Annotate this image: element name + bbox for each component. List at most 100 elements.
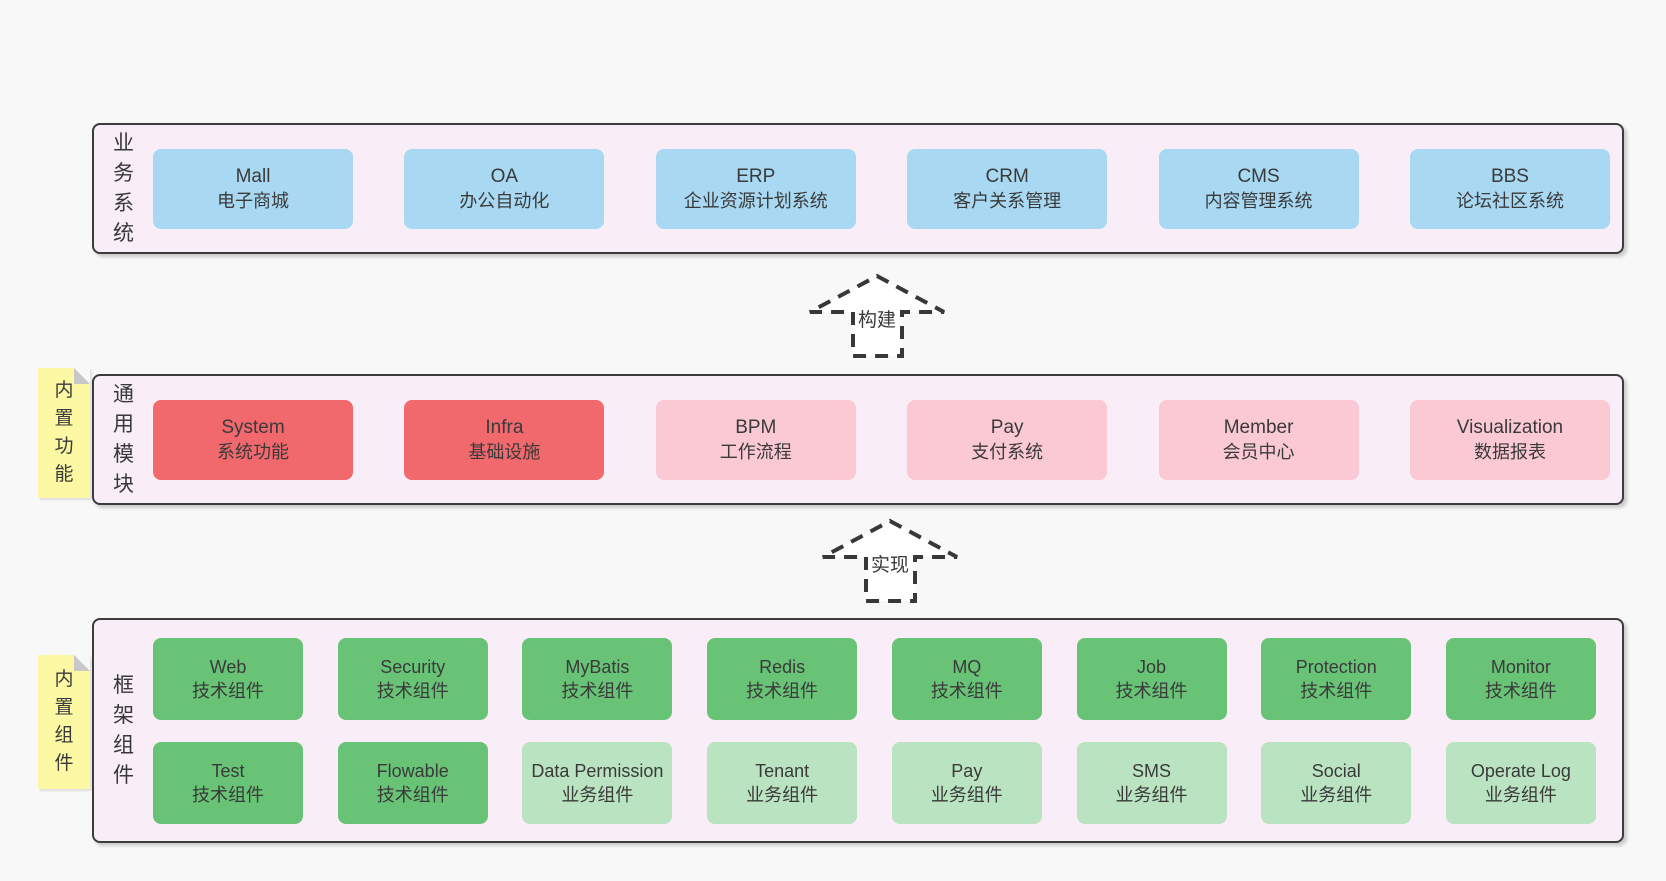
- business-boxes-row: Mall 电子商城 OA 办公自动化 ERP 企业资源计划系统 CRM 客户关系…: [153, 125, 1622, 252]
- panel-business-systems: 业务系统 Mall 电子商城 OA 办公自动化 ERP 企业资源计划系统 CRM…: [92, 123, 1624, 254]
- implement-arrow: 实现: [819, 517, 961, 607]
- box-crm-desc: 客户关系管理: [953, 190, 1062, 211]
- build-arrow: 构建: [806, 272, 948, 362]
- panel-business-label-text: 业务系统: [113, 131, 134, 245]
- box-oa: OA 办公自动化: [404, 148, 605, 229]
- box-sms: SMS 业务组件: [1076, 741, 1227, 824]
- box-security-name: Security: [380, 656, 446, 677]
- box-web: Web 技术组件: [153, 637, 303, 720]
- box-oa-name: OA: [490, 165, 519, 187]
- box-social-desc: 业务组件: [1300, 784, 1373, 805]
- box-redis-name: Redis: [759, 656, 806, 677]
- box-bbs-desc: 论坛社区系统: [1455, 190, 1564, 211]
- box-cms-desc: 内容管理系统: [1204, 190, 1313, 211]
- framework-row-1: Web 技术组件 Security 技术组件 MyBatis 技术组件 Redi…: [153, 637, 1596, 720]
- box-mq: MQ 技术组件: [891, 637, 1042, 720]
- box-mybatis-desc: 技术组件: [561, 680, 634, 701]
- box-social: Social 业务组件: [1261, 741, 1412, 824]
- box-crm-name: CRM: [985, 165, 1029, 187]
- box-cms: CMS 内容管理系统: [1158, 148, 1359, 229]
- panel-business-label: 业务系统: [94, 125, 153, 252]
- box-test: Test 技术组件: [153, 741, 303, 824]
- panel-framework-label: 框架组件: [94, 620, 153, 841]
- box-member-name: Member: [1223, 416, 1294, 438]
- box-oa-desc: 办公自动化: [459, 190, 550, 211]
- box-flowable-desc: 技术组件: [376, 784, 449, 805]
- box-security-desc: 技术组件: [376, 680, 449, 701]
- box-mq-name: MQ: [952, 656, 982, 677]
- note-built-in-features-text: 内置功能: [54, 380, 74, 485]
- box-mybatis: MyBatis 技术组件: [522, 637, 673, 720]
- box-social-name: Social: [1311, 760, 1361, 781]
- box-protection-desc: 技术组件: [1300, 680, 1373, 701]
- note-built-in-features: 内置功能: [38, 368, 90, 498]
- box-mq-desc: 技术组件: [930, 680, 1003, 701]
- box-data-permission-name: Data Permission: [531, 760, 664, 781]
- box-pay-name: Pay: [990, 416, 1024, 438]
- box-test-desc: 技术组件: [192, 784, 264, 805]
- box-protection-name: Protection: [1295, 656, 1377, 677]
- box-visualization-desc: 数据报表: [1473, 441, 1546, 462]
- box-protection: Protection 技术组件: [1261, 637, 1412, 720]
- box-member: Member 会员中心: [1158, 399, 1359, 480]
- box-redis: Redis 技术组件: [707, 637, 858, 720]
- box-system: System 系统功能: [153, 399, 353, 480]
- panel-common-modules-label: 通用模块: [94, 376, 153, 503]
- box-erp: ERP 企业资源计划系统: [655, 148, 856, 229]
- box-cms-name: CMS: [1237, 165, 1280, 187]
- box-bbs-name: BBS: [1490, 165, 1529, 187]
- note-built-in-components: 内置组件: [38, 655, 90, 789]
- box-erp-name: ERP: [736, 165, 776, 187]
- box-redis-desc: 技术组件: [746, 680, 819, 701]
- box-pay-biz-name: Pay: [951, 760, 983, 781]
- build-arrow-label: 构建: [855, 309, 899, 332]
- box-monitor-desc: 技术组件: [1484, 680, 1557, 701]
- box-mall: Mall 电子商城: [153, 148, 353, 229]
- box-security: Security 技术组件: [337, 637, 488, 720]
- box-data-permission-desc: 业务组件: [561, 784, 634, 805]
- box-system-name: System: [221, 416, 285, 438]
- box-visualization-name: Visualization: [1456, 416, 1564, 438]
- box-operate-log: Operate Log 业务组件: [1445, 741, 1596, 824]
- box-web-desc: 技术组件: [192, 680, 264, 701]
- box-mall-name: Mall: [235, 165, 271, 187]
- box-bpm-name: BPM: [735, 416, 777, 438]
- box-pay-desc: 支付系统: [971, 441, 1044, 462]
- box-bbs: BBS 论坛社区系统: [1409, 148, 1610, 229]
- panel-framework-label-text: 框架组件: [113, 673, 134, 787]
- box-sms-name: SMS: [1132, 760, 1172, 781]
- panel-common-modules-label-text: 通用模块: [113, 382, 134, 496]
- box-job-desc: 技术组件: [1115, 680, 1188, 701]
- box-infra-name: Infra: [485, 416, 524, 438]
- box-crm: CRM 客户关系管理: [907, 148, 1108, 229]
- box-tenant-name: Tenant: [755, 760, 810, 781]
- box-operate-log-name: Operate Log: [1470, 760, 1571, 781]
- box-erp-desc: 企业资源计划系统: [683, 190, 828, 211]
- box-flowable-name: Flowable: [376, 760, 449, 781]
- framework-row-2: Test 技术组件 Flowable 技术组件 Data Permission …: [153, 741, 1596, 824]
- box-sms-desc: 业务组件: [1115, 784, 1188, 805]
- box-pay-biz-desc: 业务组件: [930, 784, 1003, 805]
- panel-common-modules: 通用模块 System 系统功能 Infra 基础设施 BPM 工作流程 Pay…: [92, 374, 1624, 505]
- panel-framework-components: 框架组件 Web 技术组件 Security 技术组件 MyBatis 技术组件…: [92, 618, 1624, 843]
- modules-boxes-row: System 系统功能 Infra 基础设施 BPM 工作流程 Pay 支付系统…: [153, 376, 1622, 503]
- box-operate-log-desc: 业务组件: [1484, 784, 1557, 805]
- box-job: Job 技术组件: [1076, 637, 1227, 720]
- box-tenant: Tenant 业务组件: [707, 741, 858, 824]
- box-flowable: Flowable 技术组件: [337, 741, 488, 824]
- box-web-name: Web: [209, 656, 247, 677]
- note-built-in-components-text: 内置组件: [54, 669, 74, 774]
- box-monitor-name: Monitor: [1490, 656, 1551, 677]
- box-job-name: Job: [1137, 656, 1167, 677]
- box-mall-desc: 电子商城: [217, 190, 289, 211]
- box-bpm-desc: 工作流程: [719, 441, 792, 462]
- implement-arrow-label: 实现: [868, 554, 912, 577]
- box-system-desc: 系统功能: [217, 441, 289, 462]
- box-mybatis-name: MyBatis: [565, 656, 630, 677]
- box-member-desc: 会员中心: [1222, 441, 1295, 462]
- framework-boxes-grid: Web 技术组件 Security 技术组件 MyBatis 技术组件 Redi…: [153, 620, 1622, 841]
- box-infra: Infra 基础设施: [404, 399, 605, 480]
- box-visualization: Visualization 数据报表: [1409, 399, 1610, 480]
- box-test-name: Test: [211, 760, 245, 781]
